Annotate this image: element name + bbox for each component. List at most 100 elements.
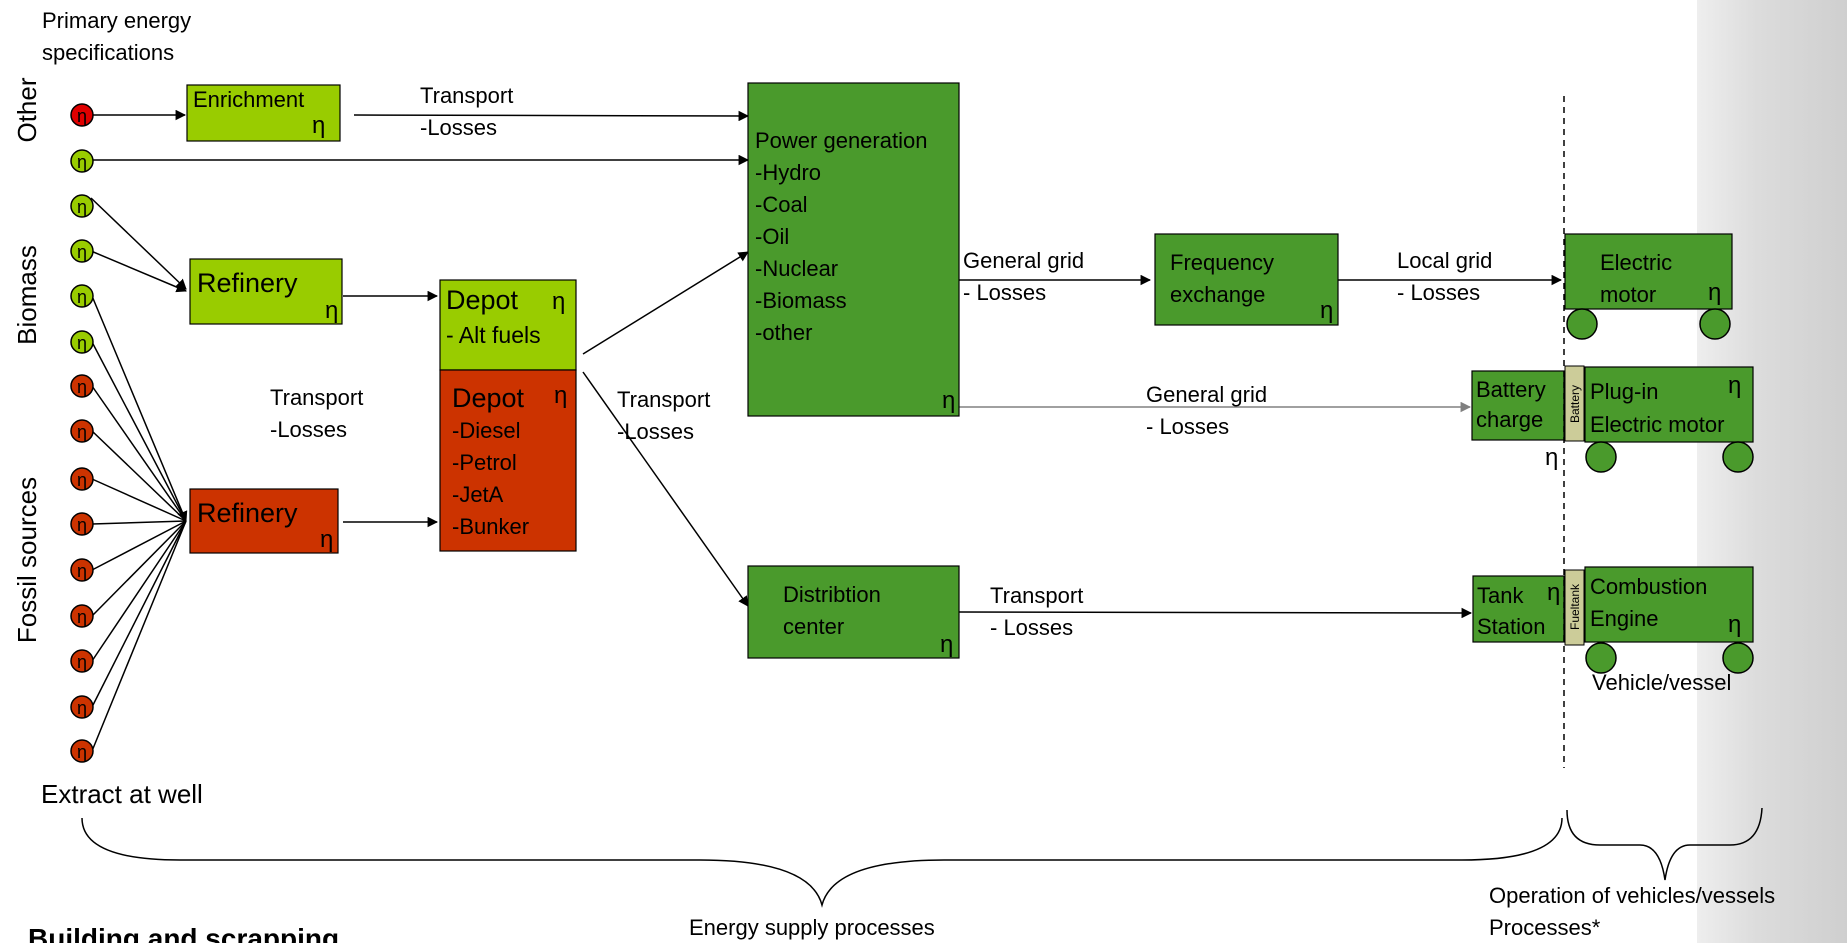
eta-symbol: η [1728, 372, 1741, 399]
operation-label-2: Processes* [1489, 915, 1601, 940]
power-generation-box: Power generation -Hydro -Coal -Oil -Nucl… [747, 82, 960, 417]
general-grid-2-label-1: General grid [1146, 382, 1267, 407]
electric-motor-label-2: motor [1600, 282, 1656, 307]
transport-top-label-1: Transport [420, 83, 513, 108]
depot-fossil-title: Depot [452, 383, 525, 413]
primary-energy-label-2: specifications [42, 40, 174, 65]
general-grid-1-label-2: - Losses [963, 280, 1046, 305]
building-scrapping-label: Building and scrapping [28, 923, 339, 943]
power-item: -Coal [755, 192, 808, 217]
eta-symbol: η [325, 297, 338, 324]
distribution-label-1: Distribtion [783, 582, 881, 607]
depot-item: -Petrol [452, 450, 517, 475]
depot-alt-subtitle: - Alt fuels [446, 322, 541, 348]
plugin-label-1: Plug-in [1590, 379, 1658, 404]
eta-symbol: η [940, 631, 953, 658]
frequency-exchange-box: Frequency exchange η [1154, 233, 1339, 326]
transport-bottom-label-2: - Losses [990, 615, 1073, 640]
source-circles: η η η η η η η η η η η η η η η [70, 103, 94, 763]
source-circle-fossil-6: η [70, 604, 94, 628]
refinery-biomass-label: Refinery [197, 268, 298, 298]
eta-symbol: η [77, 561, 87, 581]
eta-symbol: η [77, 652, 87, 672]
battery-charge-box: Battery charge η [1471, 370, 1565, 471]
wheel [1585, 441, 1617, 473]
eta-symbol: η [1547, 579, 1560, 606]
wheel [1699, 308, 1731, 340]
source-circle-biomass-2: η [70, 239, 94, 263]
distribution-label-2: center [783, 614, 844, 639]
battery-tag-label: Battery [1568, 385, 1582, 423]
source-circle-fossil-1: η [70, 374, 94, 398]
frequency-label-2: exchange [1170, 282, 1265, 307]
background-strip [1697, 0, 1847, 943]
top-arrows [93, 109, 1563, 619]
fueltank-tag-label: Fueltank [1568, 583, 1582, 630]
eta-symbol: η [1545, 444, 1558, 471]
enrichment-box: Enrichment η [186, 84, 341, 142]
source-circle-fossil-4: η [70, 512, 94, 536]
eta-symbol: η [552, 288, 565, 315]
power-item: -Oil [755, 224, 789, 249]
refinery-fossil-label: Refinery [197, 498, 298, 528]
eta-symbol: η [77, 287, 87, 307]
eta-symbol: η [77, 607, 87, 627]
plugin-label-2: Electric motor [1590, 412, 1724, 437]
eta-symbol: η [77, 106, 87, 126]
plugin-motor-box: Plug-in Electric motor η [1584, 366, 1754, 473]
eta-symbol: η [77, 515, 87, 535]
tank-station-label-1: Tank [1477, 583, 1524, 608]
local-grid-label-1: Local grid [1397, 248, 1492, 273]
operation-label-1: Operation of vehicles/vessels [1489, 883, 1775, 908]
depot-fossil-box: Depot η -Diesel -Petrol -JetA -Bunker [439, 369, 577, 552]
source-circle-fossil-8: η [70, 695, 94, 719]
eta-symbol: η [77, 197, 87, 217]
transport-mid-label-1: Transport [617, 387, 710, 412]
eta-symbol: η [77, 152, 87, 172]
side-label-other: Other [12, 77, 42, 142]
source-circle-biomass-3: η [70, 284, 94, 308]
depot-alt-fuels-box: Depot η - Alt fuels [439, 279, 577, 371]
tank-station-box: Tank Station η [1472, 575, 1565, 643]
eta-symbol: η [554, 382, 567, 409]
power-item: -Hydro [755, 160, 821, 185]
eta-symbol: η [77, 377, 87, 397]
source-circle-biomass-1: η [70, 194, 94, 218]
eta-symbol: η [77, 422, 87, 442]
side-label-biomass: Biomass [12, 245, 42, 345]
eta-symbol: η [77, 470, 87, 490]
local-grid-label-2: - Losses [1397, 280, 1480, 305]
enrichment-label: Enrichment [193, 87, 304, 112]
wheel [1566, 308, 1598, 340]
eta-symbol: η [77, 242, 87, 262]
battery-charge-label-2: charge [1476, 407, 1543, 432]
energy-supply-brace [81, 817, 1563, 908]
depot-item: -JetA [452, 482, 504, 507]
source-circle-fossil-9: η [70, 739, 94, 763]
distribution-center-box: Distribtion center η [747, 565, 960, 659]
depot-item: -Bunker [452, 514, 529, 539]
extract-at-well-label: Extract at well [41, 779, 203, 809]
wheel [1585, 642, 1617, 674]
source-circle-other-1: η [70, 103, 94, 127]
primary-energy-label: Primary energy [42, 8, 191, 33]
transport-mid-label-2: -Losses [617, 419, 694, 444]
general-grid-1-label-1: General grid [963, 248, 1084, 273]
frequency-label-1: Frequency [1170, 250, 1274, 275]
tank-station-label-2: Station [1477, 614, 1546, 639]
power-item: -Nuclear [755, 256, 838, 281]
source-fan-lines [90, 197, 188, 752]
electric-motor-box: Electric motor η [1564, 233, 1733, 340]
source-circle-fossil-2: η [70, 419, 94, 443]
vehicle-vessel-label: Vehicle/vessel [1592, 670, 1731, 695]
source-circle-biomass-4: η [70, 330, 94, 354]
transport-left-label-1: Transport [270, 385, 363, 410]
battery-charge-label-1: Battery [1476, 377, 1546, 402]
transport-bottom-label-1: Transport [990, 583, 1083, 608]
eta-symbol: η [320, 526, 333, 553]
eta-symbol: η [1728, 611, 1741, 638]
combustion-engine-box: Combustion Engine η [1584, 566, 1754, 674]
fueltank-tag: Fueltank [1564, 569, 1585, 646]
depot-alt-title: Depot [446, 285, 519, 315]
